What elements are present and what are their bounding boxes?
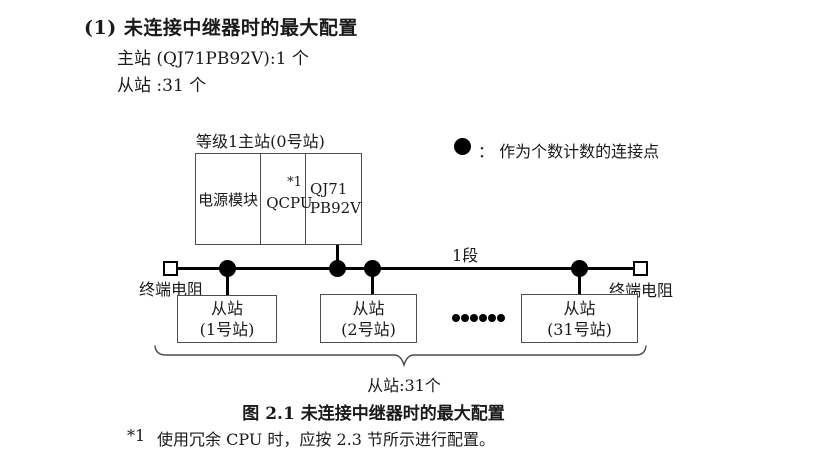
segment-label: 1段 xyxy=(452,246,479,265)
terminator-left-label: 终端电阻 xyxy=(139,280,204,299)
cpu-cell: *1 QCPU xyxy=(261,154,312,244)
footnote-marker: *1 xyxy=(127,426,146,445)
slave-name: 从站 xyxy=(210,299,243,318)
terminator-left-icon xyxy=(163,261,178,276)
slave1-drop-line xyxy=(226,269,229,296)
legend-connection-dot-icon xyxy=(454,138,471,155)
slave-count-brace xyxy=(154,345,647,368)
slave-station-box: 从站 (2号站) xyxy=(320,294,417,343)
figure-caption: 图 2.1 未连接中继器时的最大配置 xyxy=(242,404,505,424)
slave-name: 从站 xyxy=(563,298,596,318)
connection-point-icon xyxy=(364,260,381,277)
slave-count-line: 从站 :31 个 xyxy=(117,76,207,96)
section-title: (1) 未连接中继器时的最大配置 xyxy=(84,17,358,39)
network-module-line2: PB92V xyxy=(309,199,361,217)
terminator-right-icon xyxy=(633,261,648,276)
slave-total-label: 从站:31个 xyxy=(367,376,441,395)
master-count-line: 主站 (QJ71PB92V):1 个 xyxy=(117,49,309,69)
slave-name: 从站 xyxy=(352,298,385,318)
slave-station-number: (1号站) xyxy=(199,320,255,339)
network-module-line1: QJ71 xyxy=(309,180,348,198)
master-station-label: 等级1主站(0号站) xyxy=(196,132,325,151)
slave2-drop-line xyxy=(371,269,374,295)
slave-station-box: 从站 (1号站) xyxy=(177,295,277,343)
bus-segment-line xyxy=(177,267,634,270)
connection-point-icon xyxy=(219,260,236,277)
slave-station-number: (2号站) xyxy=(341,319,396,339)
slave-station-box: 从站 (31号站) xyxy=(521,294,638,343)
master-station-box: 电源模块 *1 QCPU QJ71 PB92V xyxy=(195,153,362,245)
connection-point-icon xyxy=(571,260,588,277)
cpu-footnote-ref: *1 xyxy=(287,175,302,190)
cpu-label: QCPU xyxy=(266,194,313,212)
slave-station-number: (31号站) xyxy=(547,319,612,339)
slave31-drop-line xyxy=(578,269,581,295)
power-module-cell: 电源模块 xyxy=(196,154,262,244)
legend-text: ： 作为个数计数的连接点 xyxy=(478,142,660,161)
ellipsis-dots-icon xyxy=(452,314,505,322)
master-drop-line xyxy=(336,245,339,269)
footnote-text: 使用冗余 CPU 时，应按 2.3 节所示进行配置。 xyxy=(157,430,496,449)
network-module-cell: QJ71 PB92V xyxy=(306,154,361,244)
